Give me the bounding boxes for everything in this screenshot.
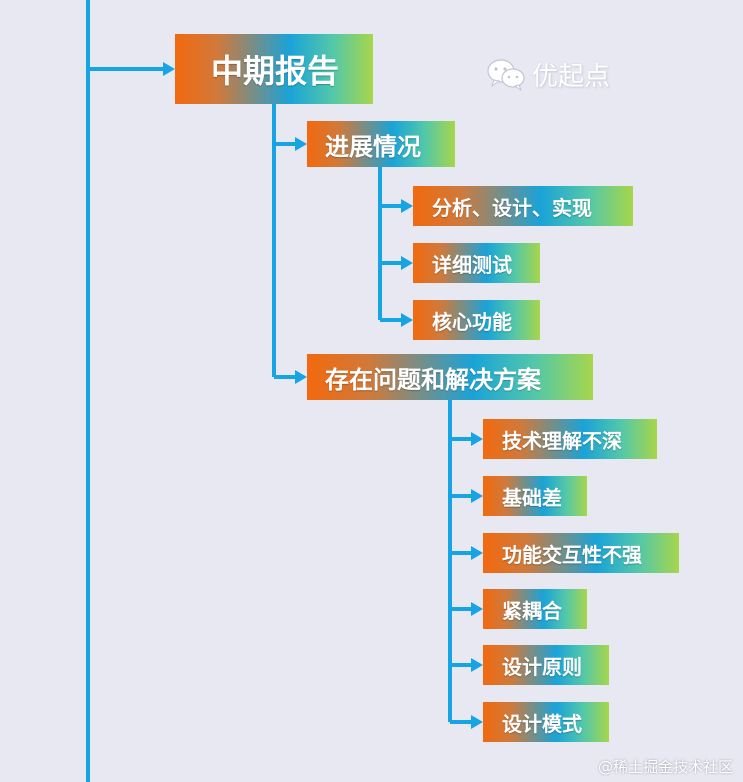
- leaf-core-node: 核心功能: [413, 300, 540, 340]
- watermark-text: 优起点: [532, 62, 611, 92]
- leaf-tech-node: 技术理解不深: [483, 419, 657, 459]
- footer-watermark: @稀土掘金技术社区: [598, 758, 734, 776]
- issues-connector-arrowhead: [295, 370, 307, 384]
- wechat-watermark: 优起点: [486, 56, 610, 93]
- leaf-basics-node: 基础差: [483, 476, 587, 516]
- leaf-principles-node: 设计原则: [483, 645, 609, 685]
- core-connector-arrowhead: [401, 313, 413, 327]
- issue-leaf-connector-2-arrowhead: [471, 546, 483, 560]
- branch-issues-node: 存在问题和解决方案: [307, 354, 593, 400]
- progress-connector-arrowhead: [295, 137, 307, 151]
- issue-leaf-connector-1-arrowhead: [471, 489, 483, 503]
- issue-leaf-connector-3-arrowhead: [471, 602, 483, 616]
- wechat-icon: [487, 58, 525, 91]
- leaf-interaction-node: 功能交互性不强: [483, 533, 679, 573]
- root-connector-arrowhead: [163, 62, 175, 76]
- issue-leaf-connector-0-arrowhead: [471, 432, 483, 446]
- leaf-testing-node: 详细测试: [413, 243, 540, 283]
- issue-leaf-connector-4-arrowhead: [471, 658, 483, 672]
- root-node: 中期报告: [175, 34, 373, 104]
- leaf-analysis-node: 分析、设计、实现: [413, 186, 633, 226]
- leaf-coupling-node: 紧耦合: [483, 589, 587, 629]
- issue-leaf-connector-5-arrowhead: [471, 715, 483, 729]
- branch-progress-node: 进展情况: [307, 121, 455, 167]
- testing-connector-arrowhead: [401, 256, 413, 270]
- leaf-patterns-node: 设计模式: [483, 702, 609, 742]
- analysis-connector-arrowhead: [401, 199, 413, 213]
